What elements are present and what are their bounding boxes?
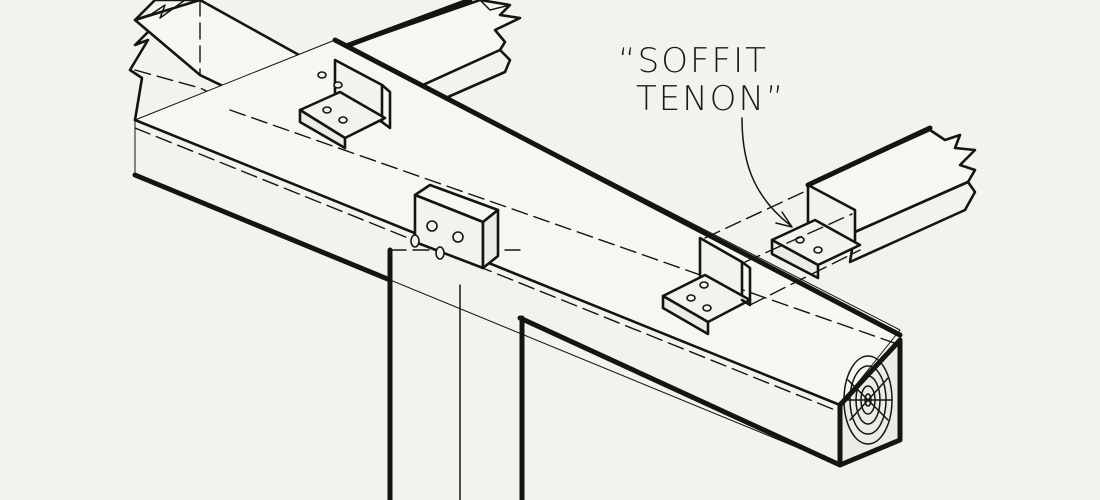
post-tenon: [410, 183, 500, 270]
label-leader-line: [741, 117, 791, 226]
detached-beam: [704, 125, 977, 306]
end-grain: [843, 355, 893, 445]
soffit-tenon-left: [298, 58, 392, 150]
leader-arrowhead: [775, 211, 793, 228]
annotation-label-line1: “SOFFIT: [618, 41, 768, 81]
annotation-label-line2: TENON”: [636, 79, 786, 119]
soffit-tenon-right: [661, 236, 752, 336]
